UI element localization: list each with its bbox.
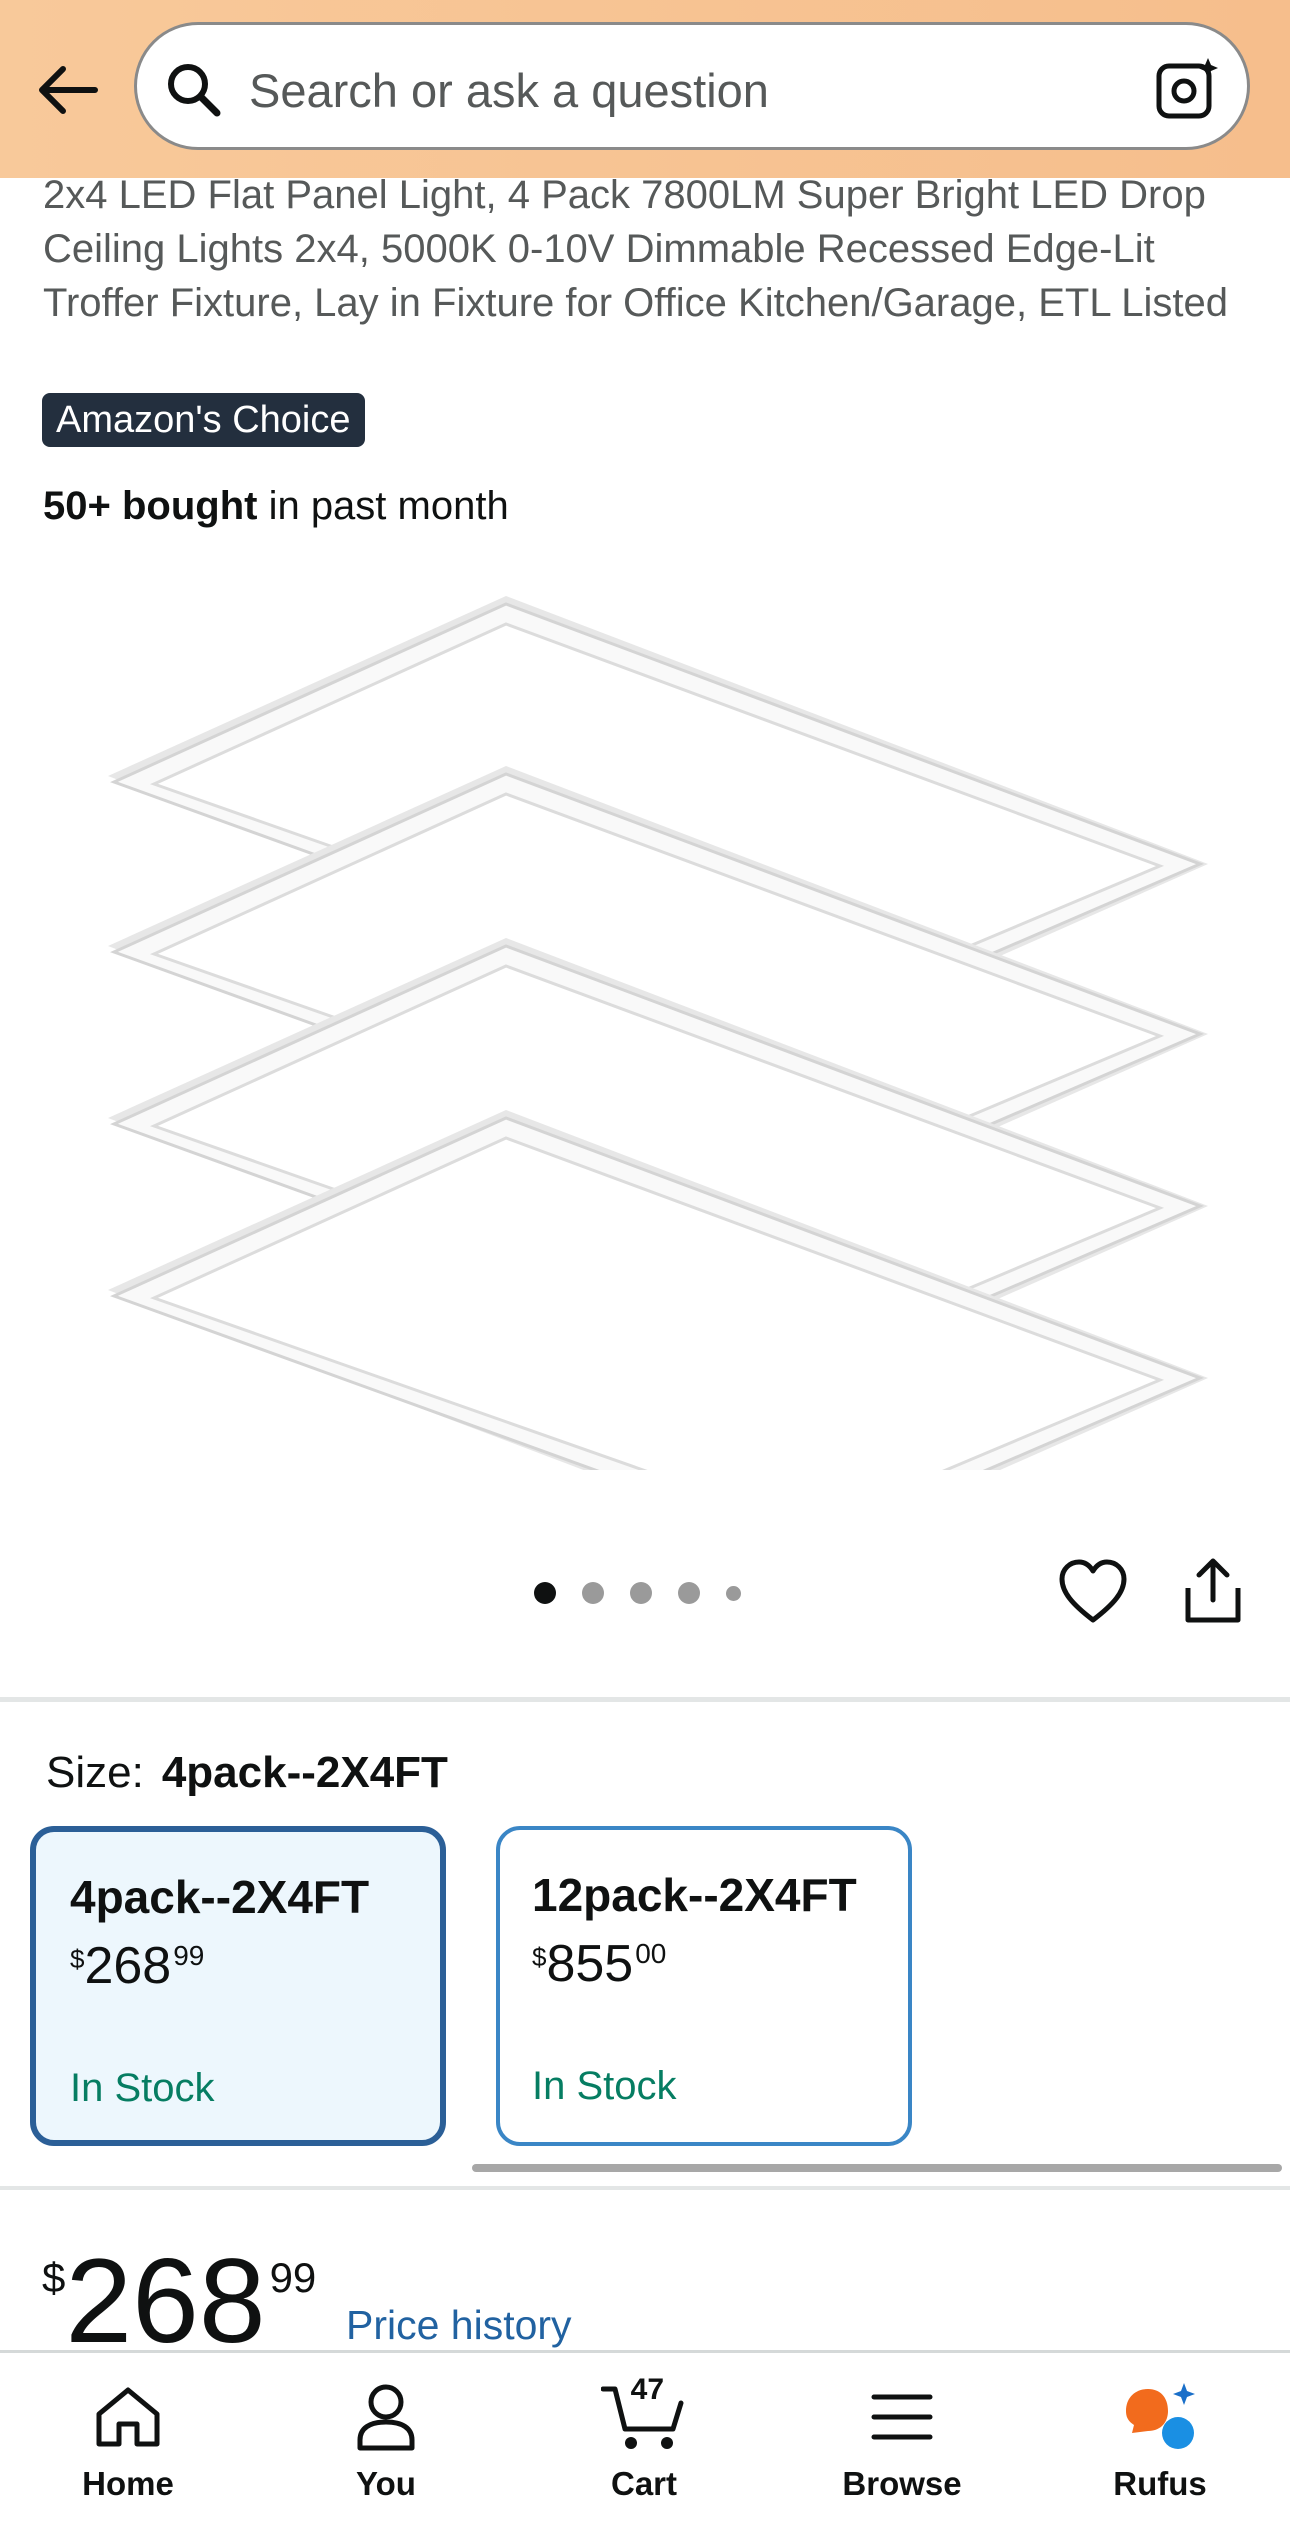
bottom-navigation-bar: Home You 47 Cart Brows: [0, 2350, 1290, 2533]
image-carousel-dots[interactable]: [534, 1578, 767, 1608]
search-bar[interactable]: Search or ask a question: [134, 22, 1250, 150]
carousel-dot[interactable]: [678, 1582, 700, 1604]
person-icon: [341, 2377, 431, 2457]
amazons-choice-badge: Amazon's Choice: [42, 393, 365, 447]
selected-size-value: 4pack--2X4FT: [161, 1748, 448, 1797]
size-selector-label: Size: 4pack--2X4FT: [46, 1748, 448, 1798]
stock-status: In Stock: [532, 2064, 677, 2108]
nav-you[interactable]: You: [286, 2353, 486, 2533]
bought-count-rest: in past month: [257, 484, 509, 528]
price-whole: 268: [84, 1937, 172, 1995]
size-option-name: 4pack--2X4FT: [70, 1871, 370, 1923]
product-image[interactable]: [80, 580, 1210, 1557]
rufus-assistant-icon: [1115, 2377, 1205, 2457]
cart-icon: [599, 2377, 689, 2457]
section-divider: [0, 1697, 1290, 1702]
size-option-price: $26899: [70, 1936, 204, 1996]
carousel-dot[interactable]: [630, 1582, 652, 1604]
top-header: Search or ask a question: [0, 0, 1290, 178]
price-history-link[interactable]: Price history: [346, 2302, 572, 2348]
size-label-text: Size:: [46, 1748, 144, 1797]
nav-browse-label: Browse: [842, 2465, 962, 2502]
nav-rufus-label: Rufus: [1113, 2465, 1207, 2502]
share-icon[interactable]: [1180, 1556, 1246, 1626]
main-price: $26899: [42, 2236, 316, 2366]
wishlist-heart-icon[interactable]: [1058, 1558, 1128, 1626]
size-option-name: 12pack--2X4FT: [532, 1869, 857, 1921]
nav-cart[interactable]: 47 Cart: [544, 2353, 744, 2533]
carousel-dot[interactable]: [534, 1582, 556, 1604]
size-option-12pack[interactable]: 12pack--2X4FT $85500 In Stock: [496, 1826, 912, 2146]
stock-status: In Stock: [70, 2066, 215, 2110]
price-whole: 268: [65, 2234, 266, 2368]
led-panel-illustration: [106, 594, 1210, 1557]
size-option-4pack[interactable]: 4pack--2X4FT $26899 In Stock: [30, 1826, 446, 2146]
price-fraction: 99: [173, 1940, 205, 1971]
size-option-price: $85500: [532, 1934, 666, 1994]
price-fraction: 00: [635, 1938, 667, 1969]
nav-home[interactable]: Home: [28, 2353, 228, 2533]
price-whole: 855: [546, 1935, 634, 1993]
nav-cart-label: Cart: [610, 2465, 678, 2502]
bought-count-bold: 50+ bought: [43, 484, 258, 528]
currency-symbol: $: [532, 1942, 547, 1972]
back-button[interactable]: [30, 58, 106, 122]
bought-count: 50+ bought in past month: [43, 484, 509, 529]
price-fraction: 99: [269, 2254, 317, 2301]
menu-icon: [857, 2377, 947, 2457]
back-arrow-icon: [39, 66, 98, 114]
nav-you-label: You: [356, 2465, 416, 2502]
currency-symbol: $: [70, 1944, 85, 1974]
camera-search-icon[interactable]: [1149, 51, 1225, 127]
nav-browse[interactable]: Browse: [802, 2353, 1002, 2533]
nav-home-label: Home: [82, 2465, 174, 2502]
search-icon: [159, 55, 227, 123]
section-divider: [0, 2186, 1290, 2190]
carousel-dot[interactable]: [582, 1582, 604, 1604]
price-currency: $: [42, 2254, 66, 2301]
cart-count-badge: 47: [630, 2373, 665, 2406]
size-options-scrollbar[interactable]: [472, 2164, 1282, 2172]
carousel-dot[interactable]: [726, 1585, 741, 1601]
nav-rufus[interactable]: Rufus: [1060, 2353, 1260, 2533]
search-input[interactable]: Search or ask a question: [249, 64, 769, 117]
product-title[interactable]: 2x4 LED Flat Panel Light, 4 Pack 7800LM …: [43, 173, 1228, 325]
home-icon: [83, 2377, 173, 2457]
